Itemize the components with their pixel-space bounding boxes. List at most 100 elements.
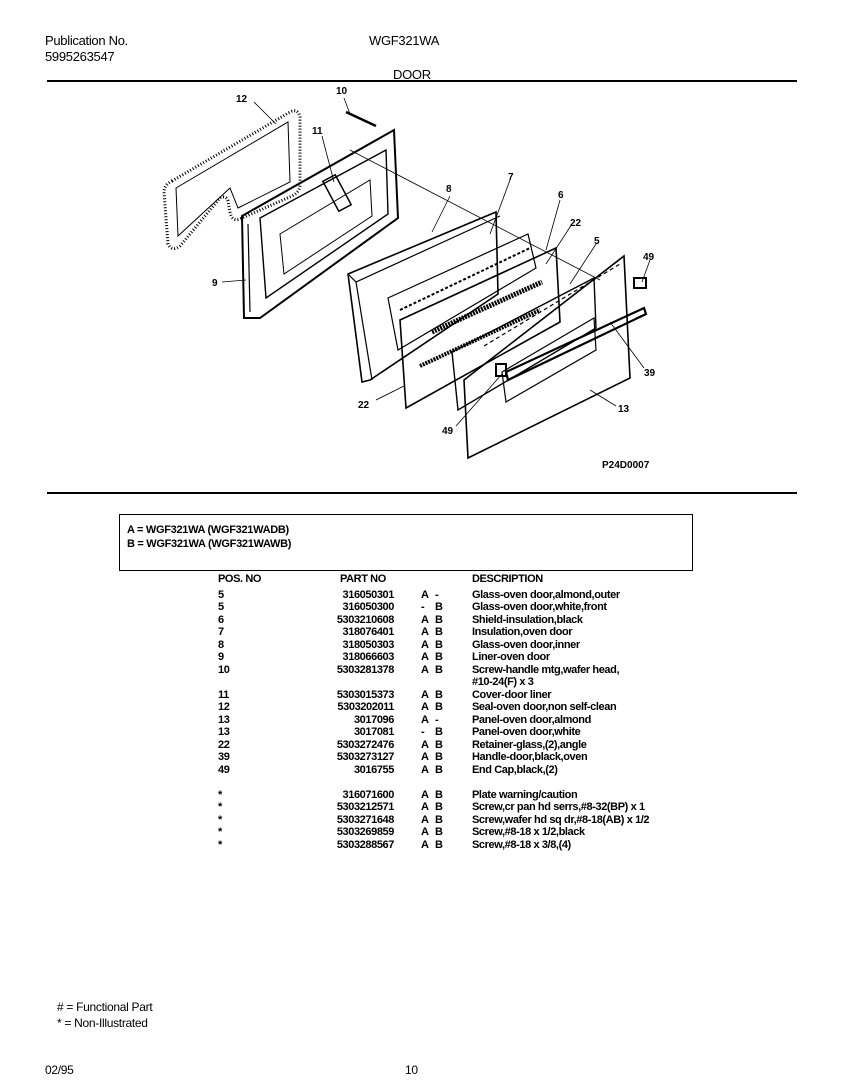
row-pos-no: * — [218, 839, 222, 851]
part-end-cap-bottom — [495, 363, 507, 377]
table-row: #10-24(F) x 3 — [0, 676, 848, 688]
row-pos-no: 12 — [218, 701, 230, 713]
row-description: #10-24(F) x 3 — [472, 676, 534, 688]
publication-label: Publication No. — [45, 33, 128, 48]
row-description: Plate warning/caution — [472, 789, 578, 801]
row-pos-no: 9 — [218, 651, 224, 663]
part-handle — [504, 306, 648, 382]
row-description: Panel-oven door,almond — [472, 714, 591, 726]
figure-code: P24D0007 — [602, 460, 650, 471]
exploded-door-diagram: 12 10 11 8 7 6 22 5 49 9 39 22 13 49 P24… — [162, 86, 656, 471]
row-part-no: 5303281378 — [336, 664, 395, 676]
row-part-no: 318076401 — [342, 626, 395, 638]
row-model-b: B — [435, 614, 443, 626]
row-model-b: - — [435, 589, 439, 601]
footnote-functional: # = Functional Part — [57, 1000, 153, 1014]
row-model-a: - — [421, 601, 425, 613]
row-model-b: B — [435, 814, 443, 826]
row-model-b: B — [435, 826, 443, 838]
row-part-no: 5303015373 — [336, 689, 395, 701]
row-pos-no: 39 — [218, 751, 230, 763]
row-description: Screw,#8-18 x 3/8,(4) — [472, 839, 571, 851]
callout-8: 8 — [446, 184, 452, 195]
callout-11: 11 — [312, 126, 323, 137]
header-rule — [47, 80, 797, 82]
row-description: Liner-oven door — [472, 651, 550, 663]
row-model-a: A — [421, 714, 429, 726]
row-part-no: 318066603 — [342, 651, 395, 663]
row-pos-no: 8 — [218, 639, 224, 651]
part-seal — [162, 109, 302, 251]
row-part-no: 316050301 — [342, 589, 395, 601]
diagram-rule — [47, 492, 797, 494]
callout-13: 13 — [618, 404, 630, 415]
row-model-b: B — [435, 801, 443, 813]
row-pos-no: 7 — [218, 626, 224, 638]
row-model-b: B — [435, 701, 443, 713]
row-model-a: A — [421, 764, 429, 776]
row-model-b: B — [435, 764, 443, 776]
row-model-b: B — [435, 726, 443, 738]
row-pos-no: 5 — [218, 589, 224, 601]
row-model-a: A — [421, 639, 429, 651]
part-shield — [399, 246, 561, 410]
row-part-no: 5303273127 — [336, 751, 395, 763]
model-number: WGF321WA — [369, 33, 440, 48]
row-description: Seal-oven door,non self-clean — [472, 701, 617, 713]
row-description: Screw,wafer hd sq dr,#8-18(AB) x 1/2 — [472, 814, 650, 826]
row-description: Retainer-glass,(2),angle — [472, 739, 587, 751]
row-pos-no: 6 — [218, 614, 224, 626]
callout-22-top: 22 — [570, 218, 582, 229]
row-pos-no: 13 — [218, 714, 230, 726]
row-part-no: 316071600 — [342, 789, 395, 801]
part-inner-glass — [347, 210, 499, 383]
part-end-cap-top — [633, 277, 647, 289]
row-model-b: B — [435, 626, 443, 638]
row-model-b: B — [435, 789, 443, 801]
row-model-a: A — [421, 751, 429, 763]
col-header-desc: DESCRIPTION — [472, 573, 543, 585]
col-header-part: PART NO — [340, 573, 386, 585]
row-part-no: 3017096 — [353, 714, 394, 726]
row-pos-no: 5 — [218, 601, 224, 613]
row-model-a: A — [421, 651, 429, 663]
row-description: Glass-oven door,almond,outer — [472, 589, 620, 601]
footer-date: 02/95 — [45, 1063, 74, 1077]
row-description: End Cap,black,(2) — [472, 764, 558, 776]
row-model-a: A — [421, 614, 429, 626]
row-pos-no: * — [218, 789, 222, 801]
callout-22-bottom: 22 — [358, 400, 370, 411]
row-pos-no: 49 — [218, 764, 230, 776]
callout-5: 5 — [594, 236, 600, 247]
part-outer-glass — [451, 276, 597, 412]
legend-b: B = WGF321WA (WGF321WAWB) — [127, 538, 292, 550]
row-model-a: A — [421, 589, 429, 601]
row-description: Insulation,oven door — [472, 626, 573, 638]
row-part-no: 5303212571 — [336, 801, 395, 813]
row-part-no: 3017081 — [353, 726, 394, 738]
row-pos-no: 22 — [218, 739, 230, 751]
row-part-no: 316050300 — [342, 601, 395, 613]
row-description: Shield-insulation,black — [472, 614, 583, 626]
callout-10: 10 — [336, 86, 348, 97]
row-part-no: 3016755 — [353, 764, 394, 776]
part-screw — [345, 110, 377, 128]
row-model-b: B — [435, 839, 443, 851]
row-pos-no: 10 — [218, 664, 230, 676]
callout-9: 9 — [212, 278, 218, 289]
row-model-a: A — [421, 689, 429, 701]
footnote-non-illustrated: * = Non-Illustrated — [57, 1016, 148, 1030]
callout-12: 12 — [236, 94, 248, 105]
